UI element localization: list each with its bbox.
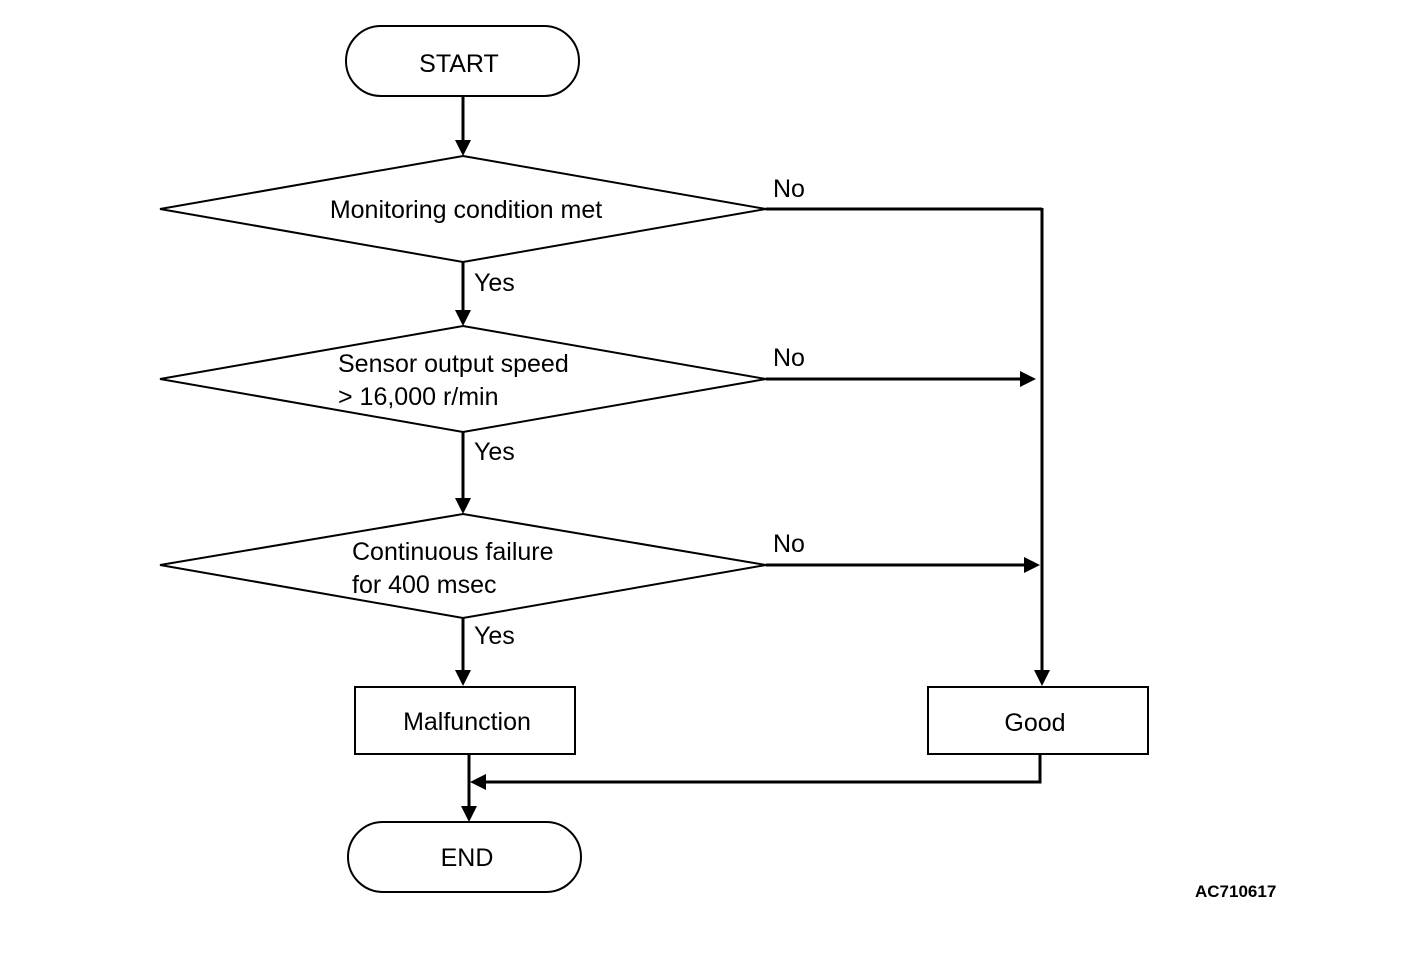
- arrowhead: [455, 670, 471, 686]
- reference-code: AC710617: [1195, 882, 1276, 901]
- decision-3-label-line1: Continuous failure: [352, 538, 554, 566]
- start-label: START: [419, 50, 499, 78]
- start-node: START: [345, 25, 580, 97]
- arrowhead: [1020, 371, 1036, 387]
- arrowhead: [455, 498, 471, 514]
- decision-2: Sensor output speed > 16,000 r/min: [159, 324, 767, 434]
- decision-1-label: Monitoring condition met: [330, 196, 602, 224]
- malfunction-box: [354, 686, 576, 755]
- decision-1: Monitoring condition met: [159, 154, 767, 264]
- malfunction-node: Malfunction: [354, 686, 576, 755]
- arrowhead: [1024, 557, 1040, 573]
- end-node: END: [347, 821, 582, 893]
- arrowhead: [455, 310, 471, 326]
- decision-3-label-line2: for 400 msec: [352, 571, 497, 599]
- good-box: [927, 686, 1149, 755]
- arrowhead: [470, 774, 486, 790]
- decision-2-label-line1: Sensor output speed: [338, 350, 569, 378]
- no-label-3: No: [773, 530, 805, 558]
- start-terminator: [345, 25, 580, 97]
- decision-2-diamond: [159, 324, 767, 434]
- edge-labels: Yes Yes Yes No No No: [474, 175, 805, 650]
- end-terminator: [347, 821, 582, 893]
- malfunction-label: Malfunction: [403, 708, 531, 736]
- no-label-1: No: [773, 175, 805, 203]
- yes-label-2: Yes: [474, 438, 515, 466]
- edge-good-to-end: [484, 754, 1042, 784]
- arrowhead: [455, 140, 471, 156]
- decision-3-diamond: [159, 512, 767, 620]
- decision-2-label-line2: > 16,000 r/min: [338, 383, 499, 411]
- decision-3: Continuous failure for 400 msec: [159, 512, 767, 620]
- no-label-2: No: [773, 344, 805, 372]
- yes-label-3: Yes: [474, 622, 515, 650]
- connectors: [455, 96, 1050, 822]
- end-label: END: [441, 844, 494, 872]
- arrowhead: [1034, 670, 1050, 686]
- good-label: Good: [1004, 709, 1065, 737]
- good-node: Good: [927, 686, 1149, 755]
- yes-label-1: Yes: [474, 269, 515, 297]
- decision-1-diamond: [159, 154, 767, 264]
- arrowhead: [461, 806, 477, 822]
